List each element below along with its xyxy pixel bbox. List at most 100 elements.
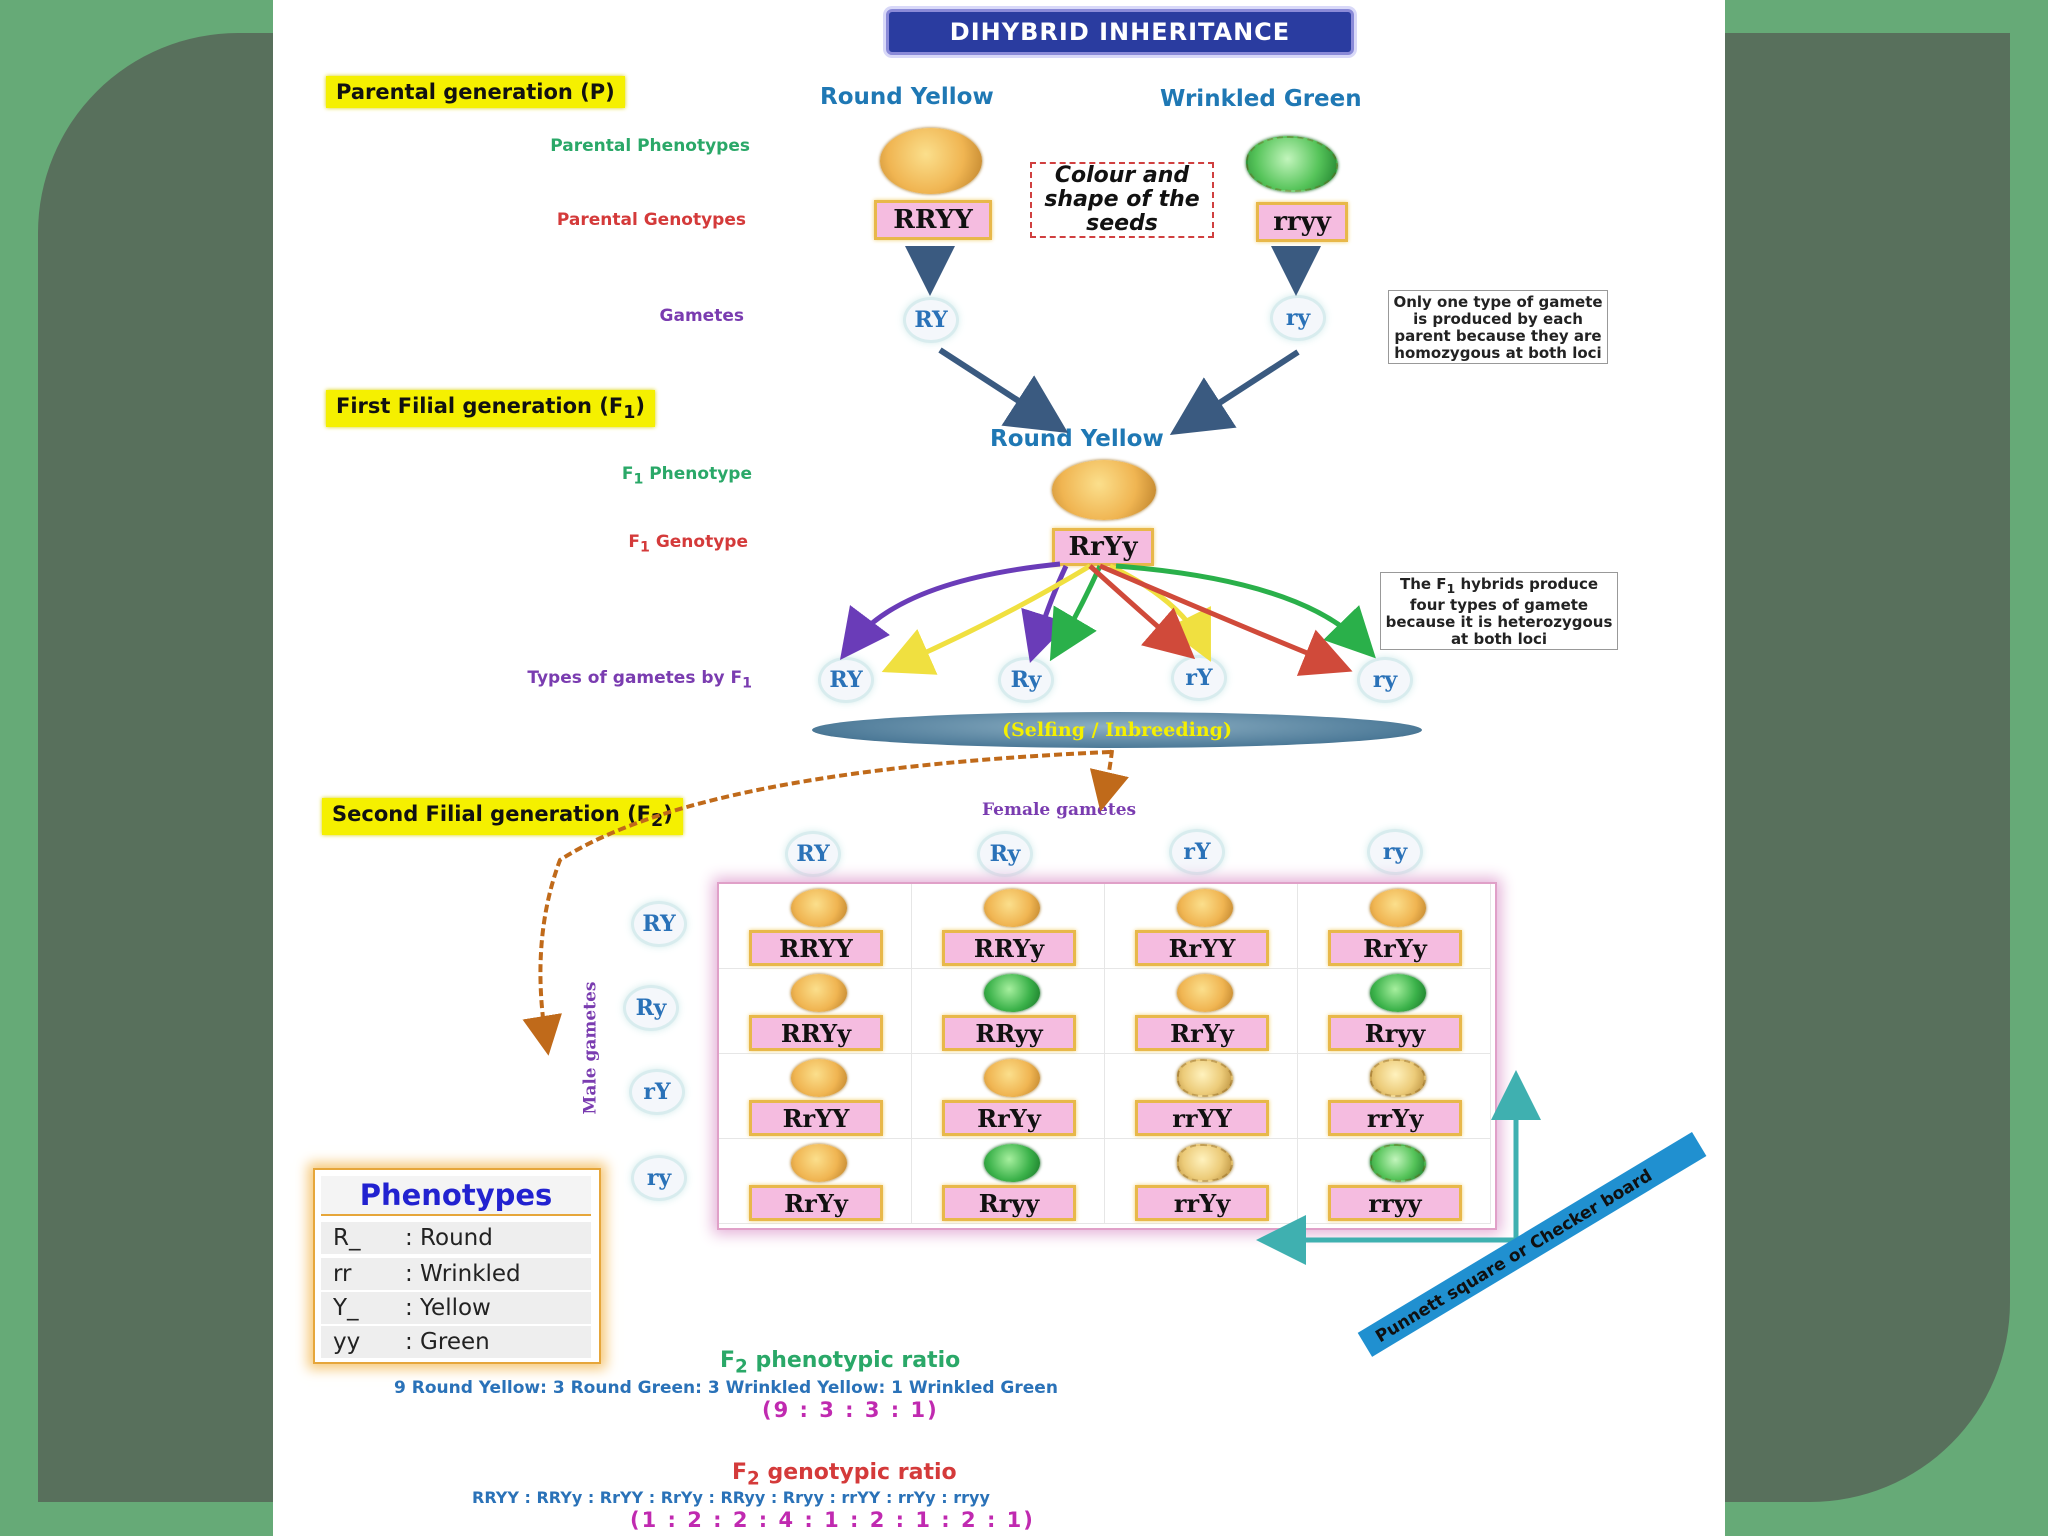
seed-note: Colour and shape of the seeds [1030,162,1214,238]
parent1-gamete: RY [906,300,956,340]
punnett-cell: RrYy [719,1139,912,1224]
punnett-cell: RRyy [912,969,1105,1054]
punnett-cell: RrYy [1105,969,1298,1054]
legend-row-yellow: Y_: Yellow [321,1292,591,1324]
punnett-genotype: RRYy [749,1015,883,1051]
round-yellow-seed [1177,974,1233,1012]
parental-genotypes-label: Parental Genotypes [556,210,746,230]
round-yellow-seed [880,128,982,194]
round-yellow-seed [984,889,1040,927]
parent2-phenotype: Wrinkled Green [1160,86,1362,112]
punnett-board-label: Punnett square or Checker board [1357,1131,1707,1357]
punnett-genotype: rrYy [1328,1100,1462,1136]
punnett-genotype: RrYy [1328,930,1462,966]
punnett-genotype: RRYY [749,930,883,966]
diagram-title: DIHYBRID INHERITANCE [886,9,1354,55]
male-gamete-RY: RY [634,904,684,944]
punnett-genotype: Rryy [1328,1015,1462,1051]
wrinkled-yellow-seed [1370,1059,1426,1097]
punnett-cell: RrYy [912,1054,1105,1139]
punnett-cell: RRYY [719,884,912,969]
f1-gamete-RY: RY [821,660,871,700]
f2-generation-label: Second Filial generation (F2) [322,798,683,836]
f1-genotype-label: F1 Genotype [628,532,748,556]
round-green-seed [984,1144,1040,1182]
f2-genotypic-ratio-heading: F2 genotypic ratio [732,1460,957,1490]
female-gamete-rY: rY [1172,832,1222,872]
punnett-cell: RrYy [1298,884,1491,969]
f1-gamete-note: The F1 hybrids produce four types of gam… [1380,572,1618,650]
parent1-phenotype: Round Yellow [820,84,994,110]
f2-phenotypic-ratio-numbers: (9 : 3 : 3 : 1) [762,1398,939,1422]
punnett-genotype: rryy [1328,1185,1462,1221]
punnett-genotype: Rryy [942,1185,1076,1221]
legend-row-round: R_: Round [321,1222,591,1254]
f2-genotypic-ratio-numbers: (1 : 2 : 2 : 4 : 1 : 2 : 1 : 2 : 1) [630,1508,1035,1532]
f1-genotype: RrYy [1052,528,1154,566]
parent-arrows [905,246,1321,436]
round-yellow-seed [791,1059,847,1097]
punnett-cell: Rryy [1298,969,1491,1054]
punnett-genotype: RrYY [1135,930,1269,966]
phenotypes-legend-title: Phenotypes [321,1176,591,1216]
f2-genotypic-ratio-text: RRYY : RRYy : RrYY : RrYy : RRyy : Rryy … [472,1488,990,1507]
punnett-axes [1256,1070,1541,1265]
f1-round-yellow-seed [1052,460,1156,520]
round-yellow-seed [1370,889,1426,927]
punnett-cell: rrYY [1105,1054,1298,1139]
round-yellow-seed [984,1059,1040,1097]
punnett-genotype: RRyy [942,1015,1076,1051]
punnett-genotype: rrYy [1135,1185,1269,1221]
f1-gamete-rY: rY [1174,658,1224,698]
wrinkled-green-seed [1246,136,1338,192]
punnett-genotype: RrYy [749,1185,883,1221]
f1-gamete-arrows [839,561,1376,676]
f1-generation-label: First Filial generation (F1) [326,390,656,428]
round-green-seed [1370,974,1426,1012]
f1-gametes-label: Types of gametes by F1 [527,668,752,692]
wrinkled-green-seed [1370,1144,1426,1182]
f2-phenotypic-ratio-heading: F2 phenotypic ratio [720,1348,961,1378]
gametes-label: Gametes [659,306,744,326]
punnett-genotype: RrYy [1135,1015,1269,1051]
phenotypes-legend: Phenotypes R_: Round rr: Wrinkled Y_: Ye… [313,1168,601,1364]
punnett-cell: RrYY [1105,884,1298,969]
selfing-ellipse: (Selfing / Inbreeding) [812,712,1422,748]
male-gamete-Ry: Ry [626,988,676,1028]
punnett-genotype: RrYY [749,1100,883,1136]
round-green-seed [984,974,1040,1012]
punnett-cell: rrYy [1105,1139,1298,1224]
f1-gamete-ry: ry [1360,660,1410,700]
punnett-cell: rryy [1298,1139,1491,1224]
f1-phenotype-label: F1 Phenotype [621,464,752,488]
round-yellow-seed [1177,889,1233,927]
parental-generation-label: Parental generation (P) [326,76,625,108]
wrinkled-yellow-seed [1177,1144,1233,1182]
punnett-genotype: rrYY [1135,1100,1269,1136]
f2-phenotypic-ratio-text: 9 Round Yellow: 3 Round Green: 3 Wrinkle… [394,1378,1058,1398]
punnett-cell: Rryy [912,1139,1105,1224]
punnett-cell: RrYY [719,1054,912,1139]
legend-row-wrinkled: rr: Wrinkled [321,1258,591,1290]
round-yellow-seed [791,974,847,1012]
punnett-genotype: RrYy [942,1100,1076,1136]
female-gamete-RY: RY [788,834,838,874]
f1-gamete-Ry: Ry [1001,660,1051,700]
punnett-cell: RRYy [719,969,912,1054]
male-gamete-rY: rY [632,1072,682,1112]
punnett-cell: rrYy [1298,1054,1491,1139]
parent2-genotype: rryy [1256,202,1348,242]
male-gamete-ry: ry [634,1158,684,1198]
round-yellow-seed [791,889,847,927]
round-yellow-seed [791,1144,847,1182]
parent1-genotype: RRYY [874,200,992,240]
selfing-arrows [522,749,1129,1056]
legend-row-green: yy: Green [321,1326,591,1358]
gamete-note: Only one type of gamete is produced by e… [1388,290,1608,364]
punnett-cell: RRYy [912,884,1105,969]
wrinkled-yellow-seed [1177,1059,1233,1097]
punnett-genotype: RRYy [942,930,1076,966]
female-gamete-Ry: Ry [980,834,1030,874]
